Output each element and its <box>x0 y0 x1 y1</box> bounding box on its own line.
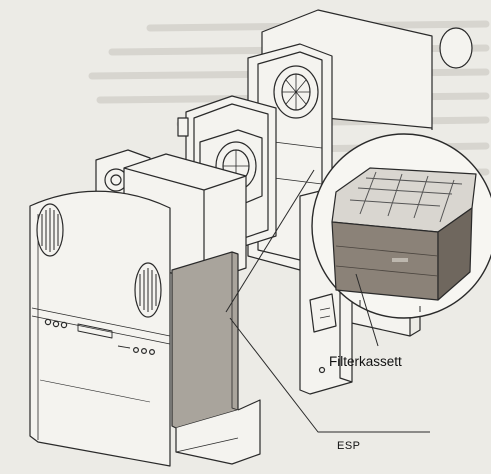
leader-lines <box>225 169 430 433</box>
esp-module <box>171 251 261 465</box>
filter-cassette-label: Filterkassett <box>329 354 402 369</box>
esp-label: ESP <box>337 440 361 452</box>
front-cover <box>29 190 171 467</box>
filter-cassette-detail <box>311 133 491 319</box>
